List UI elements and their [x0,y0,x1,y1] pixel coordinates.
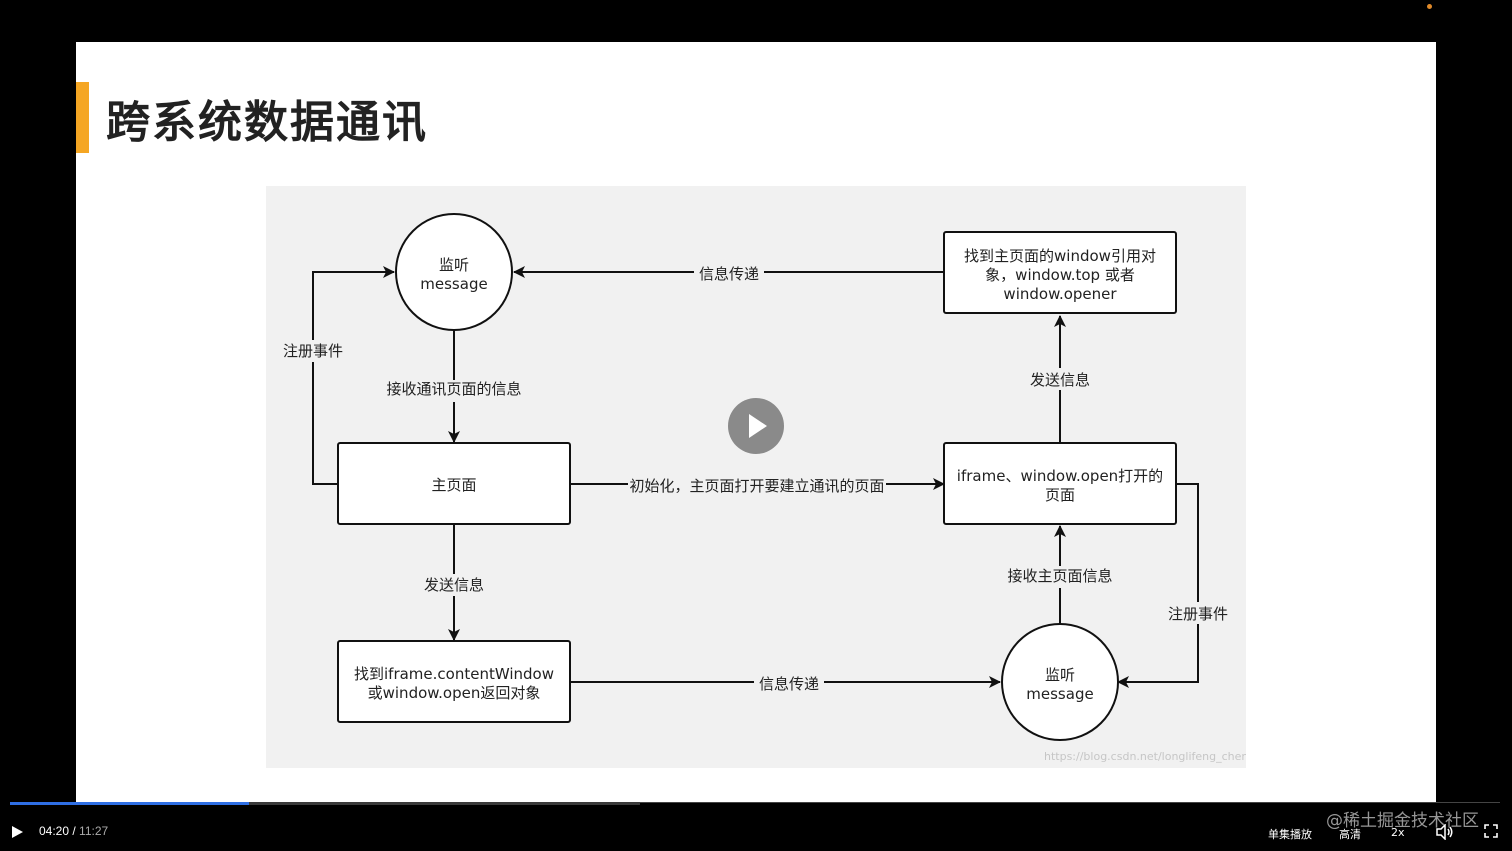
progress-bar[interactable] [10,802,640,805]
center-play-button[interactable] [728,398,784,454]
node-find-iframe [337,640,571,723]
node-find-iframe-label-2: 或window.open返回对象 [368,684,541,702]
edge-label-info-pass-bottom: 信息传递 [759,675,819,693]
node-find-iframe-label-1: 找到iframe.contentWindow [354,665,554,683]
single-play-button[interactable]: 单集播放 [1268,828,1312,841]
edge-label-receive-comm: 接收通讯页面的信息 [386,380,521,398]
video-frame: 跨系统数据通讯 [76,42,1436,802]
edge-label-receive-main: 接收主页面信息 [1007,567,1112,585]
node-opened-page-label-2: 页面 [1045,486,1075,504]
diagram-watermark: https://blog.csdn.net/longlifeng_chen [1044,750,1246,763]
node-listen-bottom-label-2: message [1026,685,1093,703]
node-find-main-ref [943,231,1177,314]
slide-title: 跨系统数据通讯 [106,97,428,148]
edge-label-send-left: 发送信息 [424,576,484,594]
total-time: 11:27 [79,824,109,838]
flow-diagram-svg: 监听 message 主页面 找到iframe.contentWindow 或w… [280,213,1246,763]
node-find-main-ref-label-3: window.opener [1003,285,1117,303]
node-find-main-ref-label-1: 找到主页面的window引用对 [964,247,1156,265]
node-main-page-label: 主页面 [431,476,476,494]
status-dot [1427,4,1432,9]
edge-label-init: 初始化，主页面打开要建立通讯的页面 [629,477,884,495]
time-separator: / [69,824,80,838]
node-main-page [337,442,571,525]
node-listen-top [395,213,513,331]
node-listen-bottom [1001,623,1119,741]
quality-button[interactable]: 高清 [1339,828,1361,841]
edge-label-info-pass-top: 信息传递 [699,265,759,283]
speed-button[interactable]: 2x [1391,826,1405,839]
node-listen-top-label-2: message [420,275,487,293]
time-display: 04:20 / 11:27 [39,824,108,838]
edge-register-right [1117,483,1199,688]
node-opened-page [943,442,1177,525]
player-controls: 04:20 / 11:27 单集播放 高清 2x [0,812,1512,851]
node-opened-page-label-1: iframe、window.open打开的 [957,467,1163,485]
node-find-main-ref-label-2: 象，window.top 或者 [985,266,1135,284]
fullscreen-icon[interactable] [1484,824,1498,838]
flow-diagram: 监听 message 主页面 找到iframe.contentWindow 或w… [266,186,1246,768]
play-pause-button[interactable] [12,826,23,838]
progress-bar-fill [10,802,250,805]
edge-label-register-left: 注册事件 [283,342,343,360]
node-listen-top-label-1: 监听 [439,256,469,274]
play-icon [749,414,767,438]
node-listen-bottom-label-1: 监听 [1045,666,1075,684]
edge-label-send-right: 发送信息 [1030,371,1090,389]
progress-bar-divider [640,802,1500,803]
edge-label-register-right: 注册事件 [1168,605,1228,623]
overlay-watermark: @稀土掘金技术社区 [1326,811,1479,831]
title-accent-bar [76,82,89,153]
edge-register-left [312,266,395,485]
volume-icon[interactable] [1436,824,1454,840]
current-time: 04:20 [39,824,70,838]
